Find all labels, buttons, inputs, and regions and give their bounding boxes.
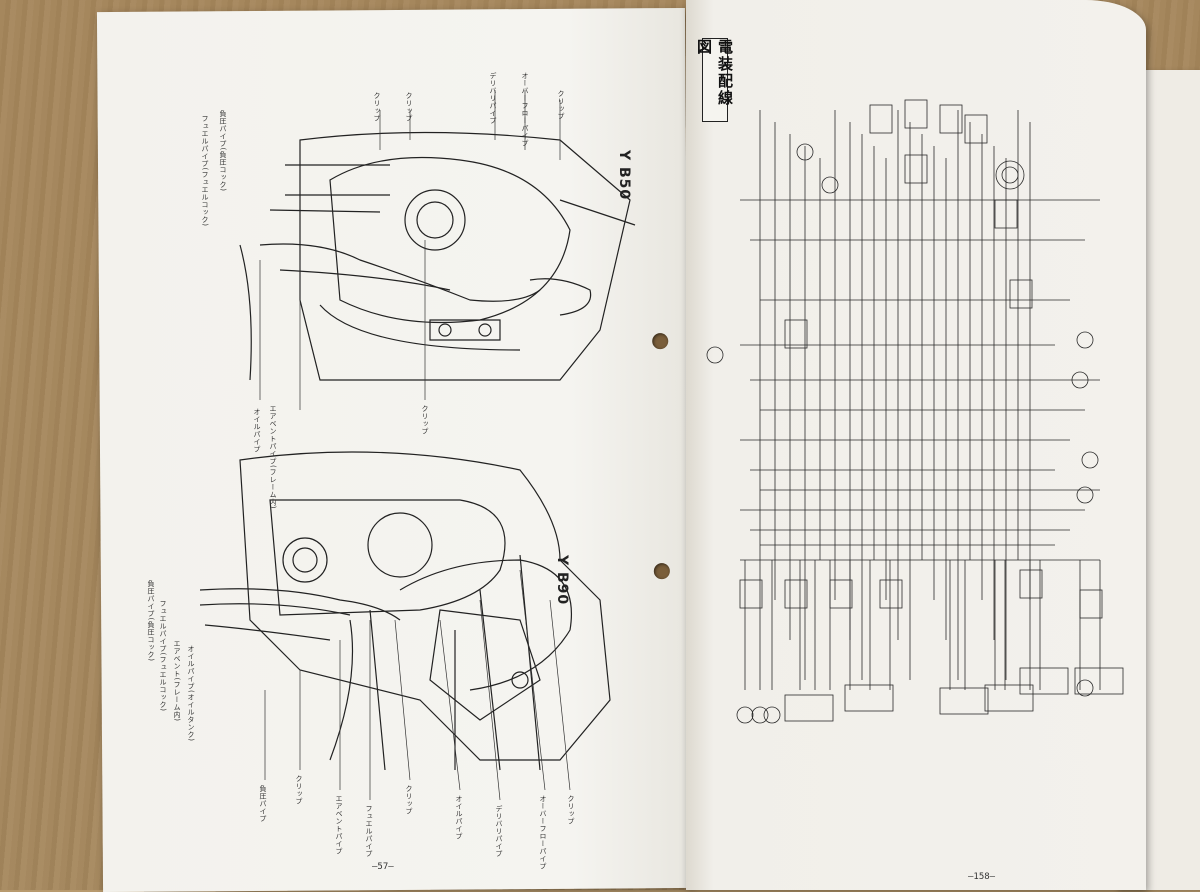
label-bottom-4: オイルパイプ(オイルタンク) <box>187 645 195 742</box>
label-top-4: オーバーフローパイプ <box>521 72 529 147</box>
label-top-10: オイルパイプ <box>253 408 261 453</box>
label-bottom-13: クリップ <box>567 795 575 825</box>
label-bottom-7: エアベントパイプ <box>335 795 343 855</box>
label-top-9: エアベントパイプ(フレーム内) <box>269 405 277 509</box>
label-top-7: 負圧パイプ(負圧コック) <box>219 110 227 192</box>
right-page-number: —158— <box>968 872 996 882</box>
label-top-5: クリップ <box>557 90 565 120</box>
model-label-top: Y B50 <box>616 150 632 201</box>
left-page-number: —57— <box>372 862 394 872</box>
label-top-3: デリバリパイプ <box>489 72 497 125</box>
label-top-2: クリップ <box>405 92 413 122</box>
label-top-1: クリップ <box>373 92 381 122</box>
label-bottom-5: 負圧パイプ <box>259 785 267 823</box>
label-bottom-10: オイルパイプ <box>455 795 463 840</box>
label-bottom-9: クリップ <box>405 785 413 815</box>
label-bottom-12: オーバーフローパイプ <box>539 795 547 870</box>
label-bottom-3: エアベント(フレーム内) <box>173 640 181 722</box>
label-bottom-8: フュエルパイプ <box>365 805 373 858</box>
label-bottom-11: デリバリパイプ <box>495 805 503 858</box>
label-top-8: クリップ <box>421 405 429 435</box>
model-label-bottom: Y B90 <box>554 555 570 606</box>
label-top-6: フュエルパイプ(フュエルコック) <box>201 115 209 227</box>
right-page <box>686 0 1146 890</box>
label-bottom-1: 負圧パイプ(負圧コック) <box>147 580 155 662</box>
label-bottom-6: クリップ <box>295 775 303 805</box>
label-bottom-2: フュエルパイプ(フュエルコック) <box>159 600 167 712</box>
